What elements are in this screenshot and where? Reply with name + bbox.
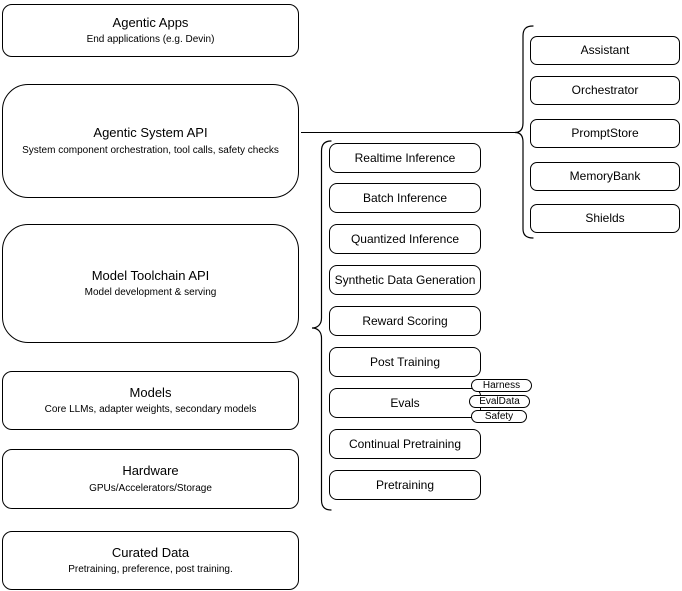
node-evals: Evals [329, 388, 481, 418]
node-quantized-inference: Quantized Inference [329, 224, 481, 254]
node-label: Continual Pretraining [348, 436, 462, 451]
node-label: Orchestrator [571, 83, 639, 98]
node-hardware: Hardware GPUs/Accelerators/Storage [2, 449, 299, 509]
node-label: MemoryBank [569, 169, 641, 184]
node-label: Shields [585, 211, 625, 226]
node-memorybank: MemoryBank [530, 162, 680, 191]
node-label: Reward Scoring [362, 313, 448, 328]
node-label: Quantized Inference [350, 231, 460, 246]
node-title: Model Toolchain API [91, 267, 210, 283]
node-label: Assistant [580, 43, 630, 58]
node-label: Evals [390, 395, 420, 410]
node-subtitle: Core LLMs, adapter weights, secondary mo… [44, 404, 257, 416]
node-realtime-inference: Realtime Inference [329, 143, 481, 173]
tag-label: Safety [484, 410, 514, 422]
node-label: Batch Inference [362, 190, 448, 205]
node-subtitle: Pretraining, preference, post training. [68, 564, 233, 576]
node-label: Pretraining [375, 477, 435, 492]
node-shields: Shields [530, 204, 680, 233]
node-batch-inference: Batch Inference [329, 183, 481, 213]
node-synthetic-data-generation: Synthetic Data Generation [329, 265, 481, 295]
node-label: Synthetic Data Generation [334, 272, 476, 287]
node-title: Models [129, 384, 172, 400]
node-agentic-apps: Agentic Apps End applications (e.g. Devi… [2, 4, 299, 57]
node-orchestrator: Orchestrator [530, 76, 680, 105]
node-title: Agentic Apps [112, 14, 189, 30]
node-subtitle: End applications (e.g. Devin) [86, 34, 215, 46]
node-label: Post Training [369, 354, 441, 369]
node-label: PromptStore [571, 126, 639, 141]
node-title: Agentic System API [93, 125, 208, 141]
tag-label: EvalData [479, 395, 520, 407]
node-post-training: Post Training [329, 347, 481, 377]
node-curated-data: Curated Data Pretraining, preference, po… [2, 531, 299, 590]
tag-safety: Safety [471, 410, 527, 423]
node-title: Curated Data [111, 544, 190, 560]
node-subtitle: System component orchestration, tool cal… [22, 144, 279, 156]
node-label: Realtime Inference [354, 150, 456, 165]
node-models: Models Core LLMs, adapter weights, secon… [2, 371, 299, 430]
node-continual-pretraining: Continual Pretraining [329, 429, 481, 459]
node-promptstore: PromptStore [530, 119, 680, 148]
node-pretraining: Pretraining [329, 470, 481, 500]
tag-harness: Harness [471, 379, 532, 392]
tag-evaldata: EvalData [469, 395, 530, 408]
tag-label: Harness [482, 379, 521, 391]
node-reward-scoring: Reward Scoring [329, 306, 481, 336]
node-assistant: Assistant [530, 36, 680, 65]
node-subtitle: Model development & serving [84, 287, 217, 299]
node-title: Hardware [122, 463, 179, 479]
node-model-toolchain-api: Model Toolchain API Model development & … [2, 224, 299, 343]
node-agentic-system-api: Agentic System API System component orch… [2, 84, 299, 198]
node-subtitle: GPUs/Accelerators/Storage [89, 482, 212, 494]
